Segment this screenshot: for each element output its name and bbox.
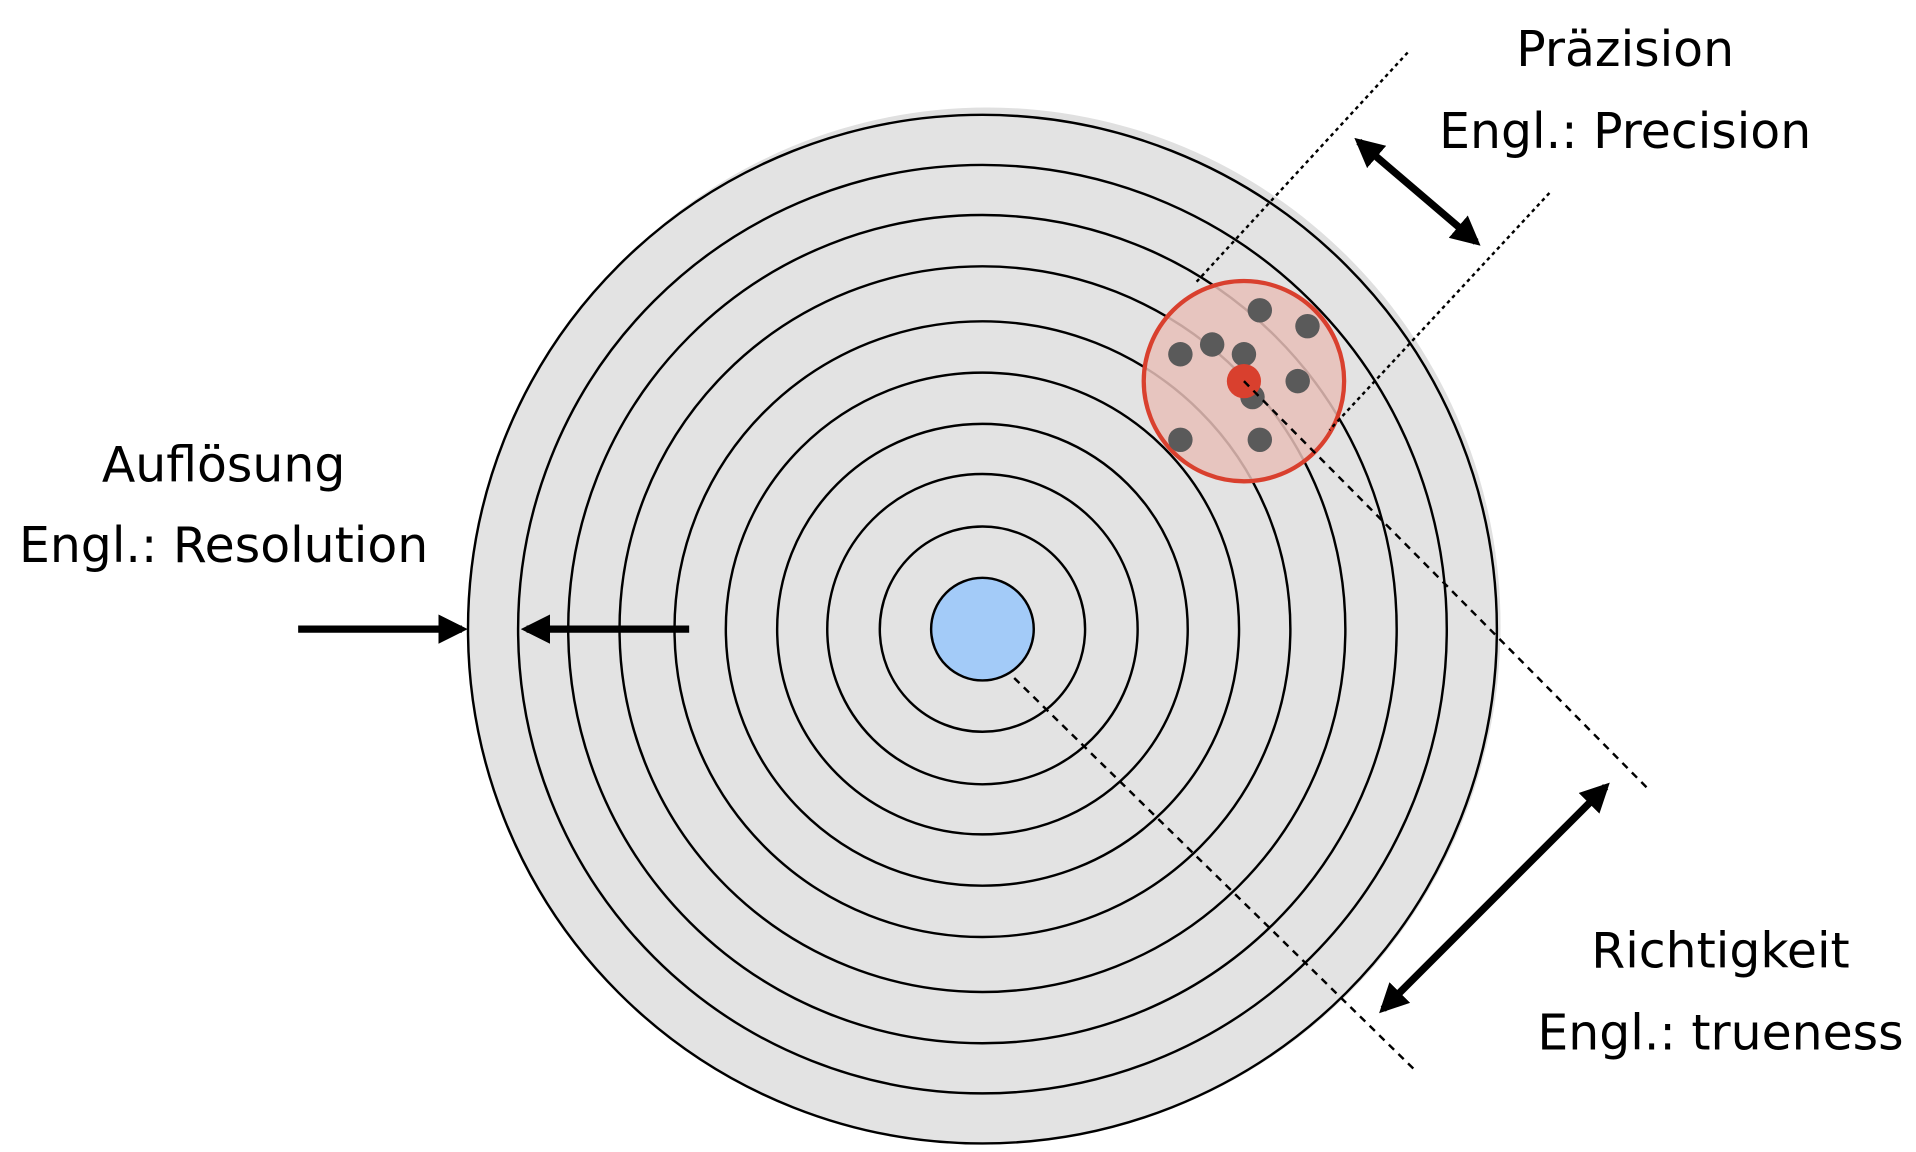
precision-arrow [1354, 137, 1481, 246]
target-ring [826, 472, 1139, 786]
hit-point [1247, 298, 1273, 323]
precision-label: Präzision [1516, 21, 1734, 78]
trueness-label: Richtigkeit [1591, 923, 1849, 980]
hit-point [1231, 342, 1257, 367]
resolution-label-en: Engl.: Resolution [19, 517, 428, 574]
hit-point [1247, 427, 1273, 453]
hit-point [1168, 342, 1193, 367]
trueness-arrow [1379, 782, 1610, 1014]
target-ring [516, 163, 1448, 1095]
precision-guide-line-1 [1194, 51, 1409, 285]
bullseye [929, 576, 1035, 682]
hit-point [1285, 368, 1310, 394]
hit-point [1199, 332, 1225, 357]
mean-point [1226, 364, 1262, 399]
target-ring [878, 525, 1087, 733]
precision-guide-line-2 [1328, 192, 1551, 431]
resolution-label: Auflösung [102, 436, 345, 493]
hit-point [1168, 427, 1193, 453]
target-ring [724, 371, 1241, 887]
trueness-label-en: Engl.: trueness [1537, 1004, 1903, 1061]
trueness-guide-line-2 [1243, 380, 1651, 792]
target-ring [775, 422, 1189, 836]
hit-point [1295, 313, 1320, 339]
precision-label-en: Engl.: Precision [1439, 103, 1811, 160]
